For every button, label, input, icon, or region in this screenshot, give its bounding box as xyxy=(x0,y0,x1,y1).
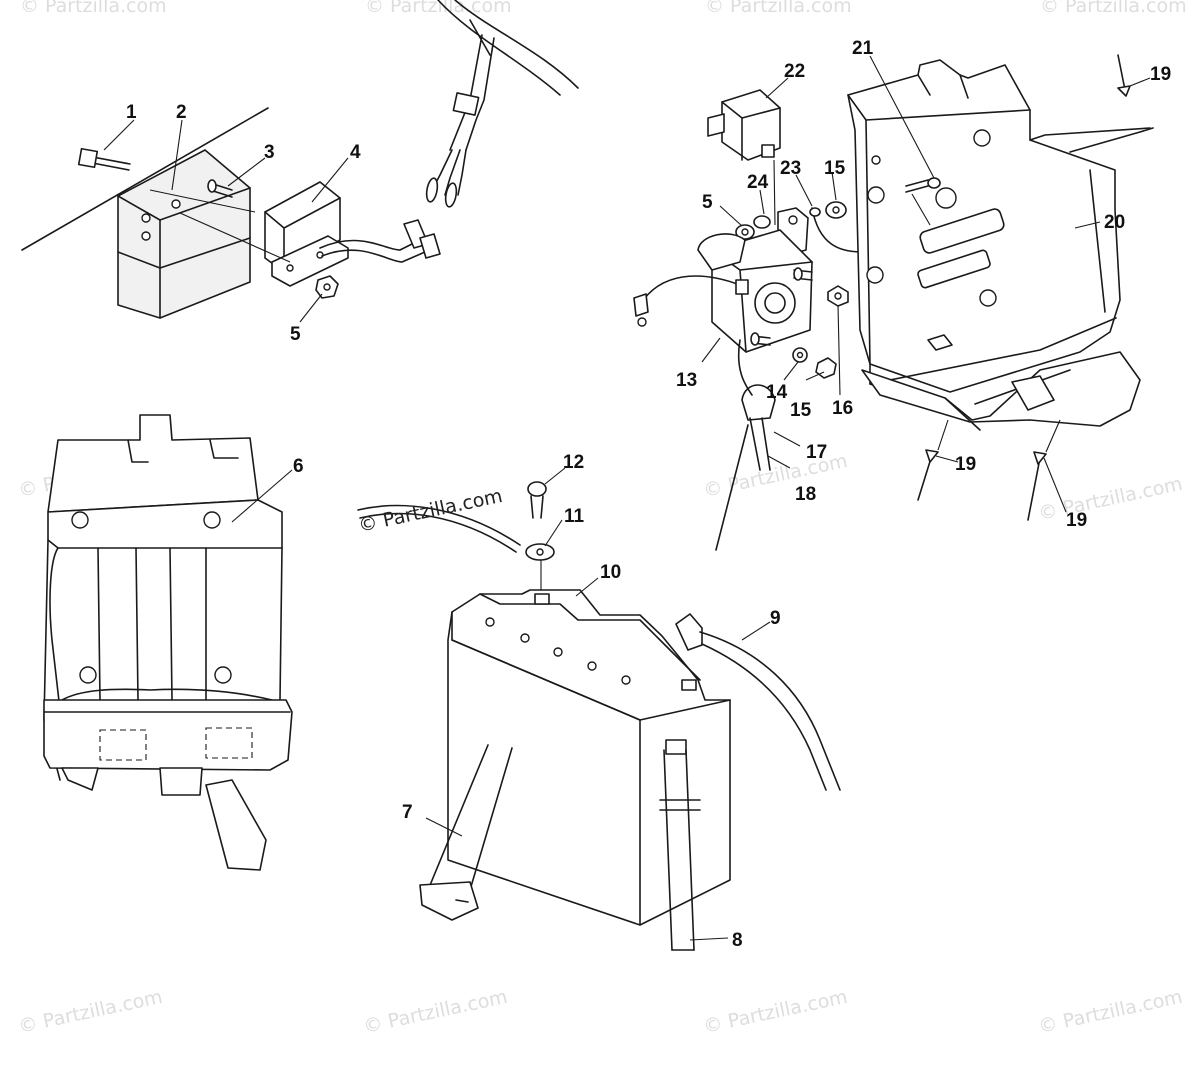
callout-19: 19 xyxy=(955,454,976,475)
callout-23: 23 xyxy=(780,158,801,179)
callout-15: 15 xyxy=(824,158,846,179)
solenoid-bracket-assembly xyxy=(633,54,1154,551)
callout-5: 5 xyxy=(290,324,301,345)
callout-15: 15 xyxy=(790,400,812,421)
callout-19: 19 xyxy=(1066,510,1087,531)
callout-4: 4 xyxy=(350,142,361,163)
callout-9: 9 xyxy=(770,608,781,629)
leader-lines xyxy=(103,55,1151,941)
callout-7: 7 xyxy=(402,802,413,823)
callout-11: 11 xyxy=(564,506,585,527)
callout-12: 12 xyxy=(563,452,584,473)
battery xyxy=(357,481,841,951)
watermark-text: © Partzilla.com xyxy=(1036,986,1184,1038)
watermark-text: © Partzilla.com xyxy=(361,986,509,1038)
callout-6: 6 xyxy=(293,456,304,477)
watermark-text: © Partzilla.com xyxy=(16,986,164,1038)
watermark-text: © Partzilla.com xyxy=(365,0,512,17)
callout-18: 18 xyxy=(795,484,816,505)
partzilla-credit: © Partzilla.com xyxy=(356,485,504,537)
callout-labels: 1 2 3 4 5 6 7 8 9 10 11 12 13 14 15 15 1… xyxy=(126,38,1171,951)
watermark-text: © Partzilla.com xyxy=(1040,0,1187,17)
callout-14: 14 xyxy=(766,382,788,403)
watermark-text: © Partzilla.com xyxy=(1036,473,1184,525)
wire-harness-top xyxy=(425,0,579,208)
callout-16: 16 xyxy=(832,398,853,419)
callout-21: 21 xyxy=(852,38,874,59)
callout-3: 3 xyxy=(264,142,275,163)
callout-19: 19 xyxy=(1150,64,1171,85)
callout-13: 13 xyxy=(676,370,697,391)
ignition-module-assembly xyxy=(21,107,441,319)
battery-box xyxy=(43,414,293,871)
watermark-text: © Partzilla.com xyxy=(20,0,167,17)
watermark-text: © Partzilla.com xyxy=(701,986,849,1038)
callout-8: 8 xyxy=(732,930,743,951)
callout-22: 22 xyxy=(784,61,805,82)
watermark-text: © Partzilla.com xyxy=(701,450,849,502)
callout-10: 10 xyxy=(600,562,621,583)
callout-2: 2 xyxy=(176,102,187,123)
callout-5: 5 xyxy=(702,192,713,213)
callout-20: 20 xyxy=(1104,212,1125,233)
watermark-text: © Partzilla.com xyxy=(705,0,852,17)
callout-1: 1 xyxy=(126,102,137,123)
callout-24: 24 xyxy=(747,172,769,193)
callout-17: 17 xyxy=(806,442,827,463)
